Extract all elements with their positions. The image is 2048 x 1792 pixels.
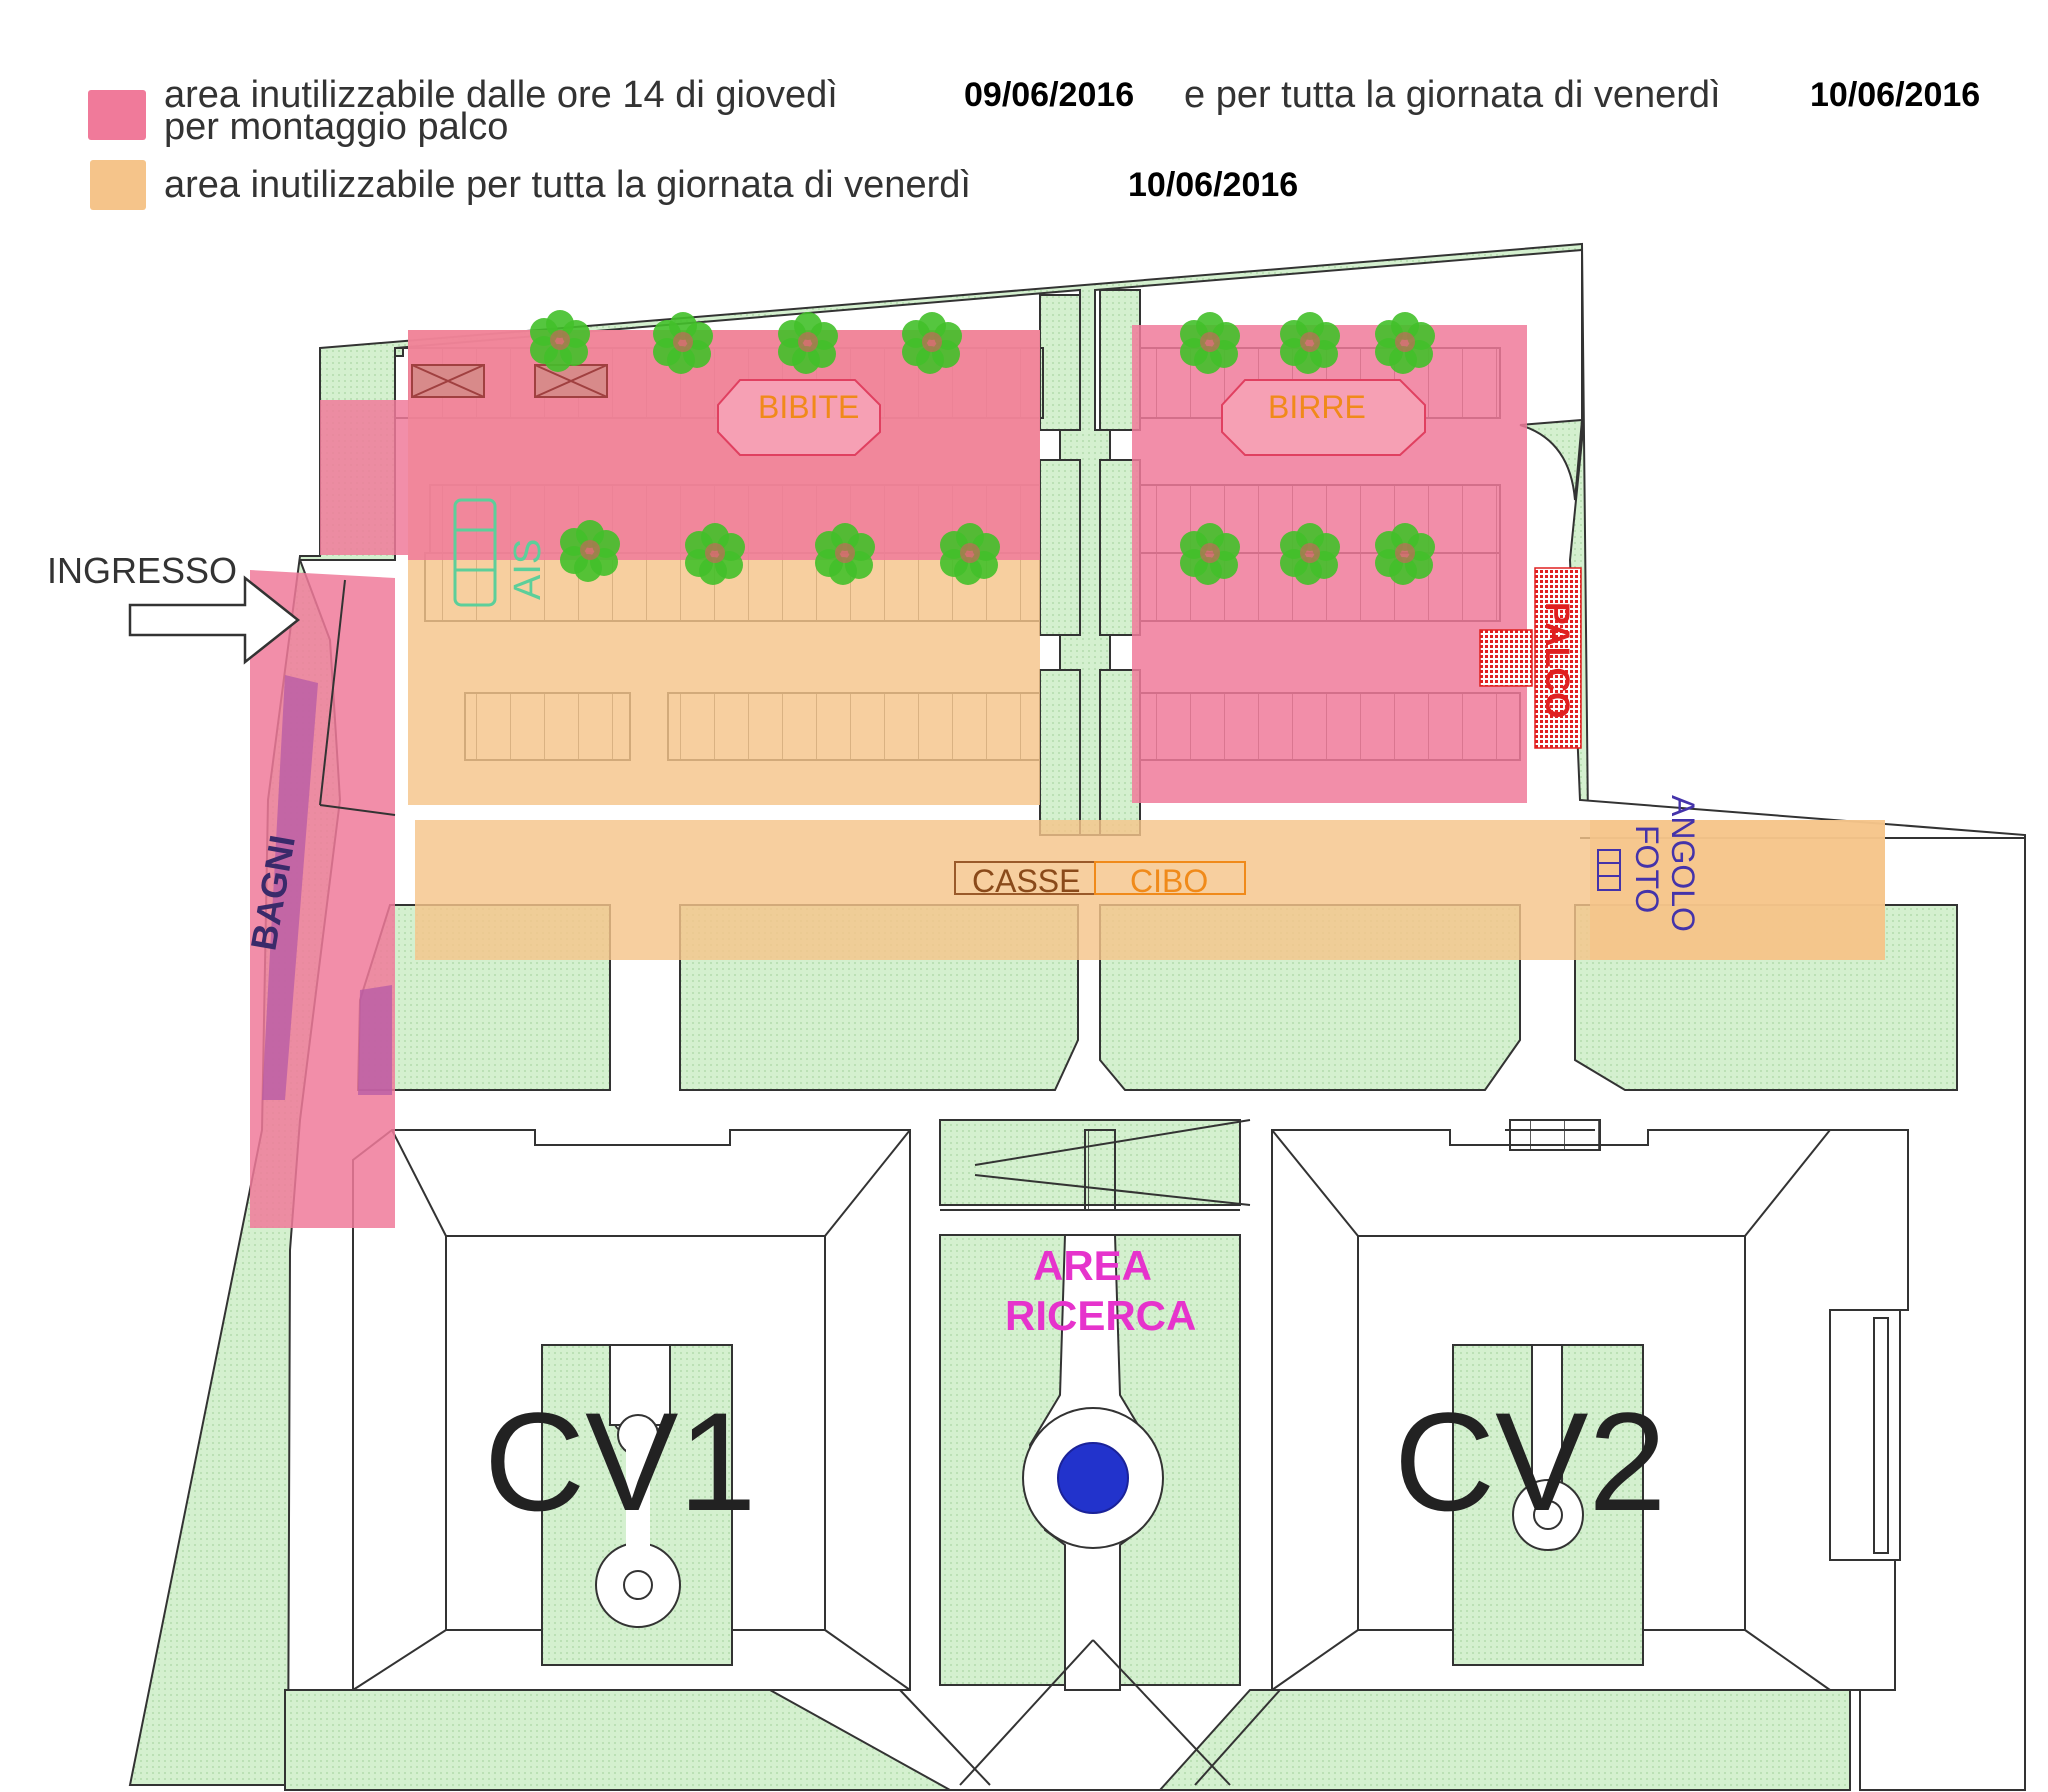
legend-item1-text: area inutilizzabile dalle ore 14 di giov… (164, 74, 838, 116)
casse-cibo-boxes (954, 861, 1246, 895)
tree-icon (1180, 523, 1240, 585)
trees (530, 310, 1435, 585)
legend-item2-date: 10/06/2016 (1128, 166, 1299, 204)
tree-icon (815, 523, 875, 585)
tree-icon (902, 312, 962, 374)
legend-item1-text-cont: e per tutta la giornata di venerdì (1184, 74, 1721, 116)
tree-icon (1280, 523, 1340, 585)
map-labels: INGRESSO BIBITE BIRRE AIS PALCO BAGNI CA… (47, 389, 1701, 1540)
label-cv2: CV2 (1394, 1383, 1666, 1540)
building-cv1 (352, 1129, 911, 1691)
label-birre: BIRRE (1268, 389, 1366, 425)
tree-icon (560, 520, 620, 582)
stage-palco (1479, 567, 1582, 749)
label-bibite: BIBITE (758, 389, 859, 425)
entrance-arrow (128, 575, 301, 665)
tree-icon (778, 312, 838, 374)
legend-item1-text-line2: per montaggio palco (164, 106, 509, 148)
tree-icon (940, 523, 1000, 585)
tree-icon (1375, 312, 1435, 374)
bagni-strip (262, 579, 396, 1100)
label-ricerca: RICERCA (1005, 1292, 1196, 1339)
tree-icon (1280, 312, 1340, 374)
label-casse: CASSE (972, 863, 1080, 899)
ais-outline (453, 498, 497, 607)
label-angolo: ANGOLO (1665, 795, 1701, 932)
grates (411, 364, 608, 398)
label-ais: AIS (507, 539, 549, 600)
label-ingresso: INGRESSO (47, 550, 237, 591)
angolo-foto-icon (1597, 849, 1621, 891)
building-cv2 (1271, 1129, 1909, 1691)
legend-swatch-orange (90, 160, 146, 210)
kiosk-birre (1221, 379, 1426, 456)
label-cv1: CV1 (484, 1383, 756, 1540)
legend-swatch-pink (88, 90, 146, 140)
legend-item1-date1: 09/06/2016 (964, 76, 1135, 114)
kiosk-bibite (717, 379, 881, 456)
legend-item2-text: area inutilizzabile per tutta la giornat… (164, 164, 971, 206)
label-foto: FOTO (1629, 825, 1665, 913)
tree-icon (1375, 523, 1435, 585)
tree-icon (685, 523, 745, 585)
central-path (940, 1119, 1251, 1691)
legend-item1-date2: 10/06/2016 (1810, 76, 1981, 114)
label-area: AREA (1033, 1242, 1152, 1289)
tree-icon (530, 310, 590, 372)
label-palco: PALCO (1538, 602, 1576, 718)
tree-icon (1180, 312, 1240, 374)
label-cibo: CIBO (1130, 863, 1208, 899)
tree-icon (653, 312, 713, 374)
